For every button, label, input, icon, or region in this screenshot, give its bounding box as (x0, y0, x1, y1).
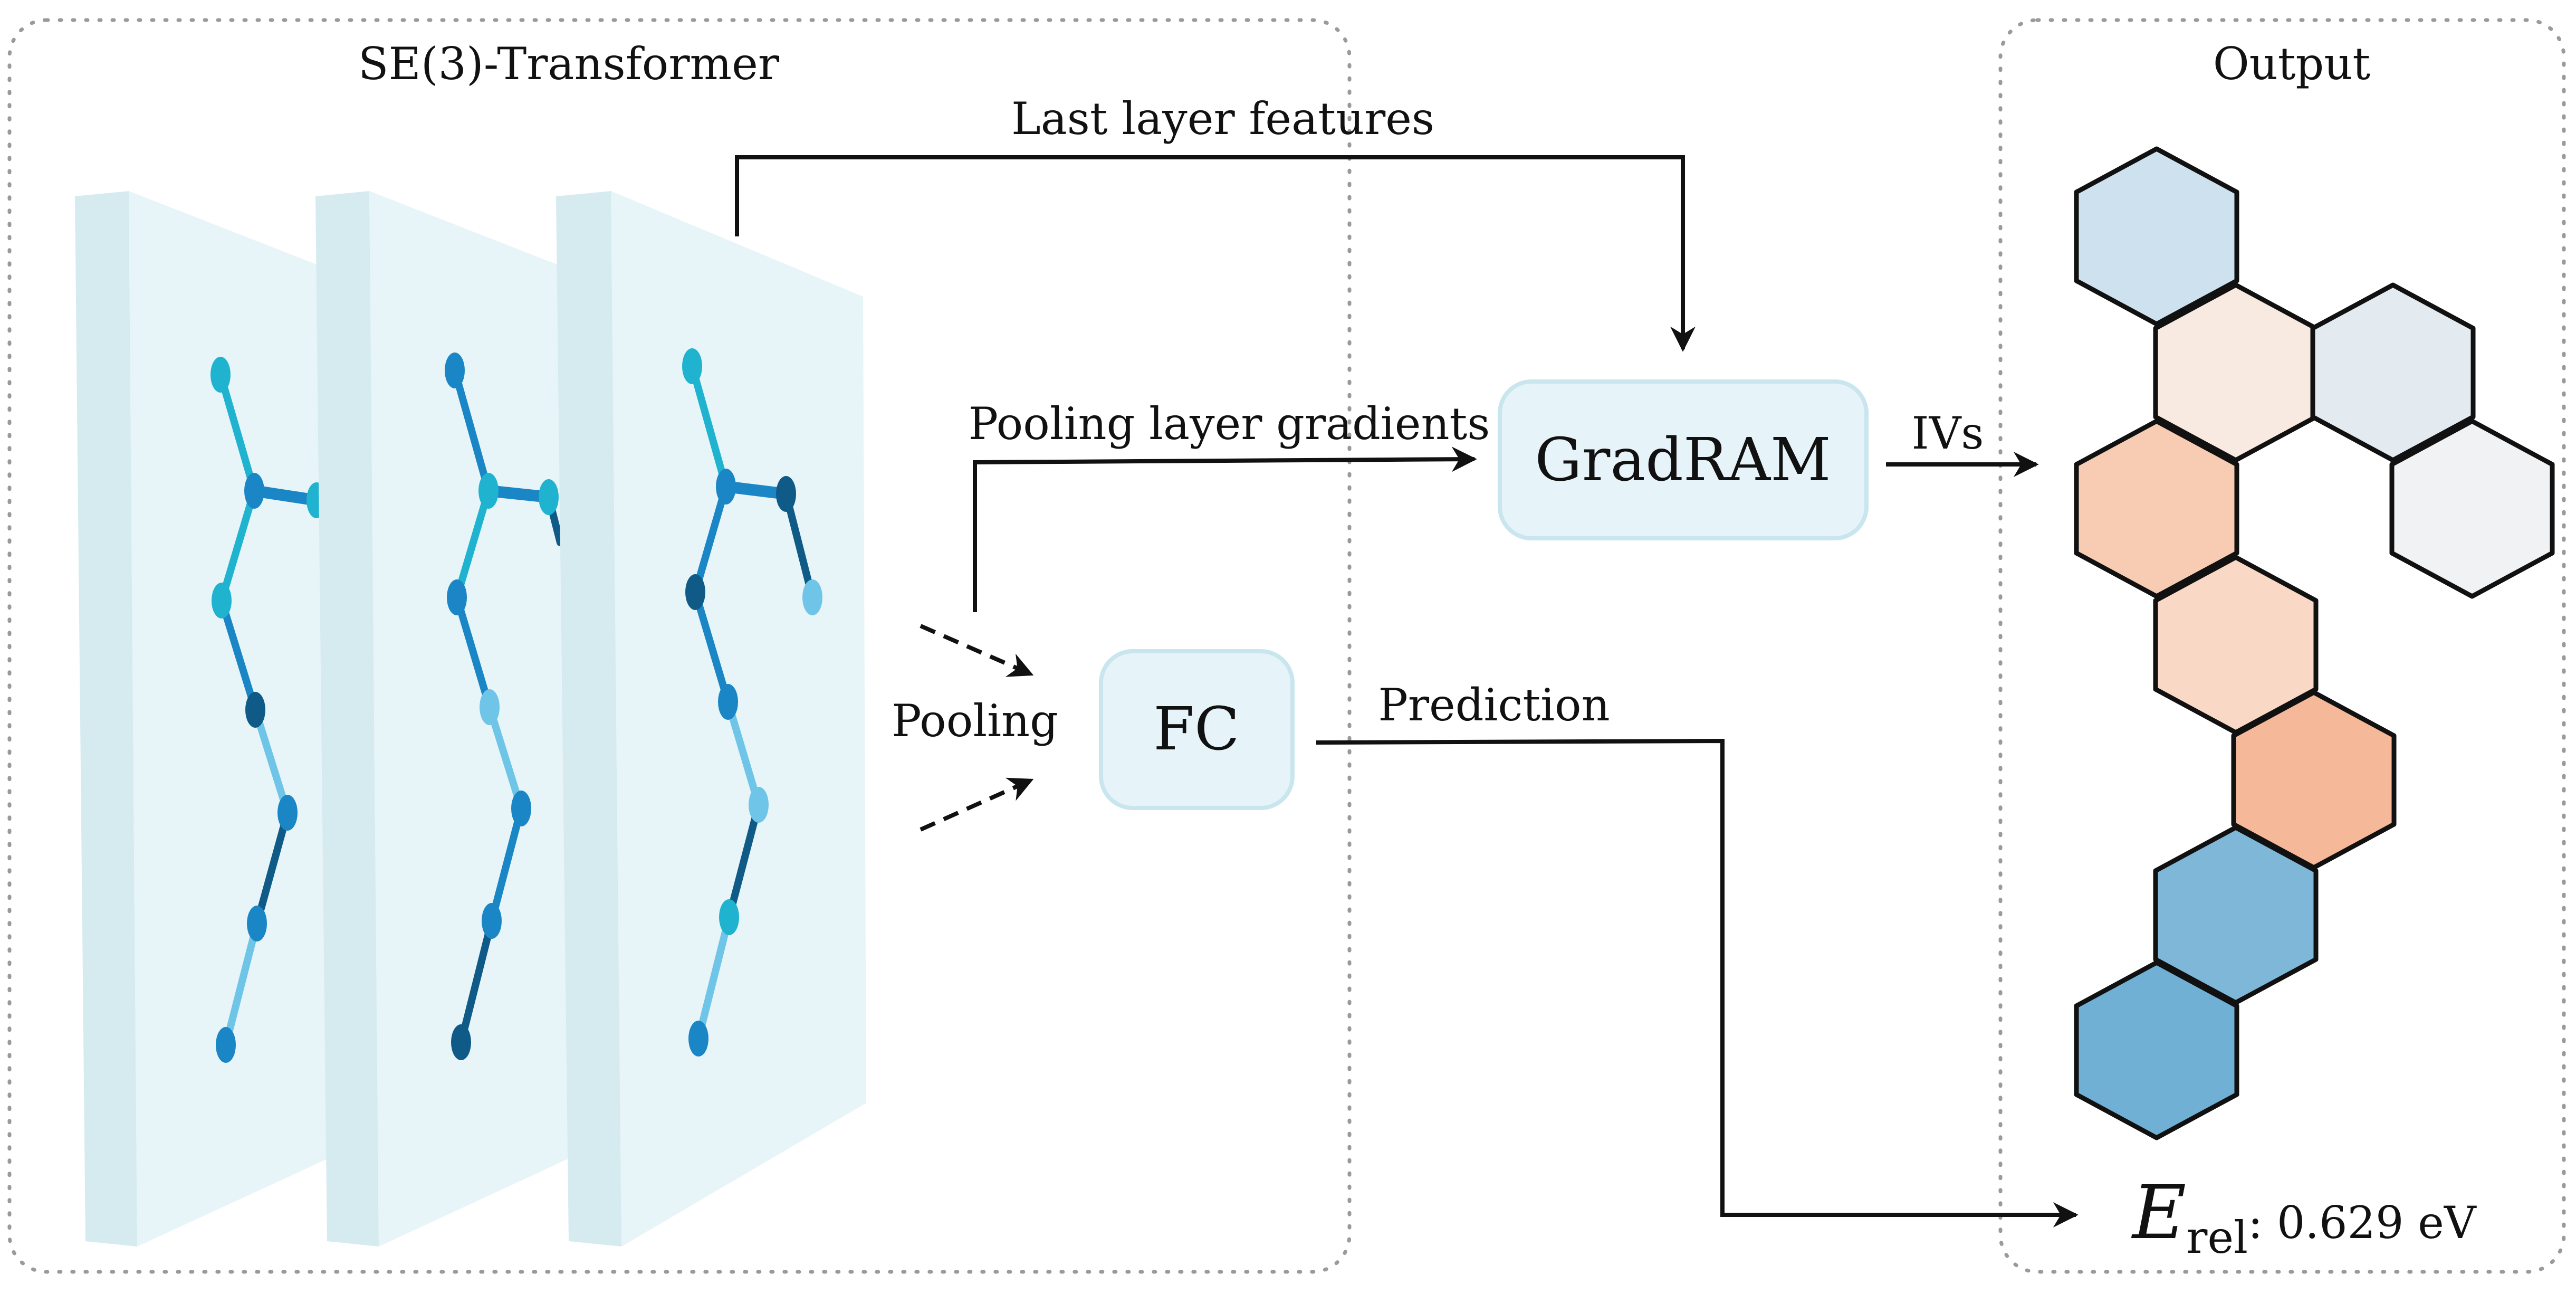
atom (539, 479, 559, 515)
molecule-graph (210, 357, 327, 1063)
output-group-border (1998, 18, 2566, 1274)
atom (802, 579, 822, 615)
gradram-box: GradRAM (1498, 379, 1869, 540)
hex-cell (2310, 282, 2476, 463)
molecule-graph (682, 348, 822, 1057)
atom (688, 1021, 708, 1057)
bond (692, 588, 732, 706)
panel-edge (556, 191, 621, 1247)
hex-cell (2074, 960, 2239, 1140)
atom (682, 348, 702, 384)
panel-face (611, 191, 866, 1247)
bond (695, 914, 733, 1042)
bond (252, 706, 291, 816)
bond (486, 703, 525, 812)
bond (483, 485, 554, 503)
atom (776, 476, 796, 512)
output-hex-map (2074, 146, 2555, 1140)
prediction-arrow (1316, 738, 2079, 1228)
pooling-label: Pooling (892, 695, 1058, 747)
last-layer-features-label: Last layer features (1011, 93, 1434, 145)
gradram-box-label: GradRAM (1535, 426, 1831, 494)
atom (480, 689, 500, 725)
bond (457, 917, 495, 1046)
pooling-input-arrow-bottom (920, 777, 1034, 832)
bond (692, 483, 730, 596)
bond (453, 487, 492, 601)
bond (248, 485, 322, 506)
bond (253, 809, 291, 927)
encoder-group-border (7, 18, 1352, 1274)
layer-panel-3 (556, 191, 866, 1247)
atom (277, 795, 298, 831)
energy-value: : 0.629 eV (2248, 1197, 2477, 1249)
bond (688, 363, 730, 490)
bond (720, 481, 792, 500)
layer-panel-1 (75, 191, 380, 1247)
atom (719, 899, 739, 935)
atom (749, 787, 769, 823)
pooling-gradients-arrow (973, 446, 1477, 612)
fc-box: FC (1099, 649, 1295, 810)
ivs-label: IVs (1912, 407, 1984, 459)
atom (210, 357, 231, 393)
atom (718, 684, 738, 720)
bond (451, 367, 492, 494)
bond (725, 801, 762, 921)
hex-cell (2074, 146, 2239, 327)
molecule-graph (445, 353, 564, 1060)
bond (782, 490, 816, 601)
atom (478, 473, 499, 509)
pooling-input-arrow-top (920, 624, 1034, 677)
bond (218, 597, 259, 713)
bond (453, 594, 493, 711)
bond (488, 805, 525, 925)
layer-panel-2 (315, 191, 620, 1247)
pooling-gradients-label: Pooling layer gradients (969, 398, 1490, 450)
hex-cell (2389, 418, 2555, 599)
last-layer-features-arrow (735, 155, 1696, 352)
encoder-group-title: SE(3)-Transformer (358, 38, 780, 90)
atom (247, 906, 267, 941)
energy-result: Erel: 0.629 eV (2131, 1170, 2477, 1263)
atom (216, 1027, 236, 1063)
atom (511, 791, 531, 826)
output-group-title: Output (2213, 38, 2371, 90)
bond (724, 698, 762, 808)
bond (218, 487, 258, 604)
bond (222, 920, 261, 1049)
energy-subscript: rel (2186, 1212, 2248, 1263)
fc-box-label: FC (1153, 695, 1239, 764)
atom (482, 903, 502, 939)
atom (445, 353, 465, 388)
atom (451, 1024, 471, 1060)
atom (716, 469, 736, 505)
panel-edge (75, 191, 137, 1247)
prediction-label: Prediction (1378, 679, 1610, 731)
panel-edge (315, 191, 379, 1247)
bond (217, 371, 258, 494)
atom (245, 692, 265, 728)
atom (447, 579, 467, 615)
atom (212, 583, 232, 619)
gradram-box-shape (1498, 379, 1869, 540)
atom (685, 574, 705, 610)
atom (244, 473, 264, 509)
fc-box-shape (1099, 649, 1295, 810)
transformer-layers (75, 191, 866, 1247)
energy-symbol: E (2131, 1170, 2186, 1256)
hex-cell (2074, 418, 2239, 599)
